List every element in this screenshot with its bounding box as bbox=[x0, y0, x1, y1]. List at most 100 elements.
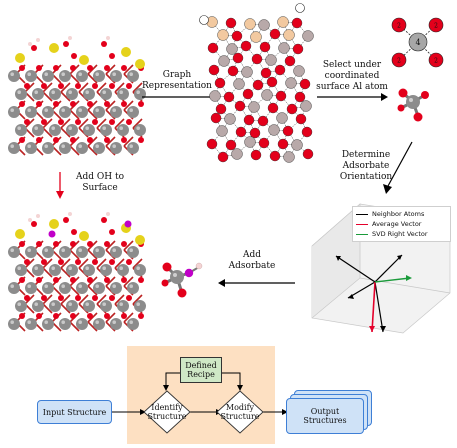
bond bbox=[96, 258, 107, 269]
atom-highlight bbox=[10, 248, 14, 252]
output-structures-box: Output Structures bbox=[286, 398, 364, 434]
identify-structure-diamond bbox=[143, 390, 191, 434]
sulfur-atom bbox=[121, 47, 131, 57]
atom-highlight bbox=[78, 72, 82, 76]
atom-highlight bbox=[78, 284, 82, 288]
oxygen-atom bbox=[87, 65, 93, 71]
bond bbox=[42, 258, 53, 269]
atom-highlight bbox=[44, 320, 48, 324]
al-atom bbox=[117, 88, 129, 100]
al-atom bbox=[32, 88, 44, 100]
al-atom-highlight bbox=[409, 98, 413, 102]
bond bbox=[42, 127, 53, 138]
graph-node-al bbox=[261, 89, 273, 101]
graph-representation-label: Graph Representation bbox=[142, 70, 212, 91]
graph-node-oxygen bbox=[251, 53, 263, 65]
oxygen-atom bbox=[162, 262, 172, 272]
atom-highlight bbox=[102, 266, 106, 270]
oxygen-atom bbox=[19, 137, 25, 143]
oxygen-atom bbox=[70, 277, 76, 283]
atom-highlight bbox=[27, 72, 32, 76]
sulfur-atom bbox=[49, 219, 59, 229]
legend-line-icon bbox=[356, 213, 368, 215]
neighbor-label: 2 bbox=[434, 58, 438, 65]
atom-highlight bbox=[95, 72, 99, 76]
arrow-determine-orientation bbox=[383, 141, 413, 194]
graph-node-al bbox=[226, 43, 238, 55]
adsorbate-oxygen-atom bbox=[124, 220, 132, 228]
arrow-select-atom bbox=[317, 93, 388, 101]
al-atom bbox=[76, 246, 88, 258]
atom-highlight bbox=[44, 144, 48, 148]
graph-node-oxygen bbox=[269, 28, 281, 40]
al-atom bbox=[83, 300, 95, 312]
bond bbox=[78, 303, 89, 314]
al-atom bbox=[49, 300, 61, 312]
oxygen-atom bbox=[92, 119, 98, 125]
atom-highlight bbox=[17, 90, 21, 94]
graph-node-oxygen bbox=[207, 42, 219, 54]
bond bbox=[105, 109, 116, 120]
sulfur-atom bbox=[49, 43, 59, 53]
hydrogen-atom bbox=[106, 212, 110, 216]
oxygen-atom bbox=[53, 277, 59, 283]
atom-highlight bbox=[85, 302, 89, 306]
graph-node-oxygen bbox=[250, 149, 262, 161]
al-atom bbox=[76, 142, 88, 154]
graph-node-oxygen bbox=[225, 17, 237, 29]
atom-highlight bbox=[95, 108, 99, 112]
atom-highlight bbox=[78, 144, 82, 148]
al-atom bbox=[117, 124, 129, 136]
bond bbox=[105, 312, 116, 323]
atom-highlight bbox=[119, 302, 123, 306]
al-atom bbox=[42, 142, 54, 154]
oxygen-atom bbox=[71, 229, 77, 235]
bond bbox=[132, 258, 143, 269]
sulfur-atom bbox=[79, 55, 89, 65]
atom-highlight bbox=[51, 126, 55, 130]
legend-line-icon bbox=[356, 233, 368, 235]
atom-highlight bbox=[95, 144, 99, 148]
graph-node-oxygen bbox=[291, 17, 303, 29]
bond bbox=[69, 321, 80, 332]
graph-node-oxygen bbox=[249, 127, 261, 139]
graph-node-oxygen bbox=[258, 137, 270, 149]
graph-node-oxygen bbox=[284, 55, 296, 67]
oxygen-atom bbox=[58, 119, 64, 125]
atom-highlight bbox=[10, 108, 14, 112]
oxygen-atom bbox=[109, 53, 115, 59]
oxygen-atom bbox=[36, 241, 42, 247]
graph-node-oxygen bbox=[260, 67, 272, 79]
graph-node-al bbox=[265, 54, 277, 66]
oxygen-atom bbox=[36, 101, 42, 107]
oxygen-atom bbox=[41, 119, 47, 125]
structure-atoms bbox=[8, 212, 146, 332]
al-atom bbox=[32, 264, 44, 276]
graph-node-oxygen bbox=[294, 91, 306, 103]
oxygen-atom bbox=[161, 279, 169, 287]
graph-node-oxygen bbox=[266, 76, 278, 88]
graph-node-oxygen bbox=[208, 64, 220, 76]
oxygen-atom bbox=[87, 101, 93, 107]
atom-highlight bbox=[27, 320, 32, 324]
adsorbate-oxygen-atom bbox=[48, 230, 56, 238]
legend-item-average: Average Vector bbox=[356, 219, 447, 229]
al-atom bbox=[110, 70, 122, 82]
oxygen-atom bbox=[24, 83, 30, 89]
bond bbox=[78, 294, 89, 305]
oxygen-atom bbox=[63, 41, 69, 47]
oxygen-atom bbox=[87, 241, 93, 247]
bond bbox=[132, 82, 143, 93]
atom-highlight bbox=[27, 284, 32, 288]
graph-node-oxygen bbox=[259, 41, 271, 53]
al-atom bbox=[25, 142, 37, 154]
bond bbox=[87, 249, 98, 260]
oxygen-atom bbox=[104, 101, 110, 107]
graph-node-al bbox=[258, 19, 270, 31]
oxygen-atom bbox=[19, 277, 25, 283]
oxygen-atom bbox=[104, 137, 110, 143]
atom-highlight bbox=[51, 266, 55, 270]
graph-node-al bbox=[291, 139, 303, 151]
oxygen-atom bbox=[31, 221, 37, 227]
oxygen-atom bbox=[104, 277, 110, 283]
